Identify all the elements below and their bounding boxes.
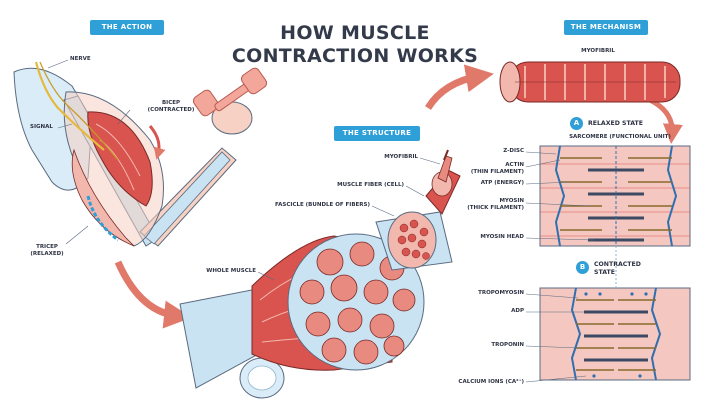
sarcomere-contracted xyxy=(539,287,691,381)
label-myofibril-structure: MYOFIBRIL xyxy=(384,154,418,160)
label-nerve: NERVE xyxy=(70,56,91,62)
label-atp: ATP (ENERGY) xyxy=(480,180,524,186)
label-actin-name: ACTIN xyxy=(505,162,524,168)
muscle-structure xyxy=(179,149,461,399)
label-actin-sub: (THIN FILAMENT) xyxy=(470,169,524,175)
label-tricep-name: TRICEP xyxy=(36,244,58,250)
label-contracted-line-1: CONTRACTED xyxy=(594,261,641,268)
label-tropomyosin: TROPOMYOSIN xyxy=(478,290,524,296)
label-myosin-head: MYOSIN HEAD xyxy=(480,234,524,240)
label-bicep-name: BICEP xyxy=(161,100,181,106)
label-myofibril-mechanism: MYOFIBRIL xyxy=(581,48,615,54)
label-signal: SIGNAL xyxy=(30,124,53,130)
arrow-to-mechanism xyxy=(425,64,494,110)
label-fascicle: FASCICLE (BUNDLE OF FIBERS) xyxy=(275,202,370,208)
marker-contracted-state: B xyxy=(576,261,589,274)
label-calcium-ions: CALCIUM IONS (CA²⁺) xyxy=(458,379,524,385)
title-line-2: CONTRACTION WORKS xyxy=(231,45,479,67)
label-whole-muscle: WHOLE MUSCLE xyxy=(206,268,256,274)
myofibril-cylinder xyxy=(499,61,681,103)
label-z-disc: Z-DISC xyxy=(503,148,524,154)
label-adp: ADP xyxy=(511,308,524,314)
badge-the-structure: THE STRUCTURE xyxy=(334,126,420,141)
label-myosin-sub: (THICK FILAMENT) xyxy=(467,205,524,211)
label-relaxed-state: RELAXED STATE xyxy=(588,120,643,127)
label-myosin: MYOSIN (THICK FILAMENT) xyxy=(454,198,524,212)
badge-the-mechanism: THE MECHANISM xyxy=(564,20,648,35)
badge-the-action: THE ACTION xyxy=(90,20,164,35)
page-title: HOW MUSCLE CONTRACTION WORKS xyxy=(230,22,480,68)
label-troponin: TROPONIN xyxy=(491,342,524,348)
label-tricep-state: (RELAXED) xyxy=(30,251,64,257)
arrow-to-relaxed xyxy=(648,97,683,144)
label-contracted-line-2: STATE xyxy=(594,269,615,276)
label-bicep-state: (CONTRACTED) xyxy=(147,107,195,113)
label-bicep: BICEP (CONTRACTED) xyxy=(138,100,204,114)
label-actin: ACTIN (THIN FILAMENT) xyxy=(454,162,524,176)
dumbbell xyxy=(192,67,268,117)
leader-lines xyxy=(47,59,595,383)
title-line-1: HOW MUSCLE xyxy=(280,22,430,44)
label-sarcomere: SARCOMERE (FUNCTIONAL UNIT) xyxy=(569,134,671,140)
label-muscle-fiber: MUSCLE FIBER (CELL) xyxy=(337,182,404,188)
label-contracted-state: CONTRACTED STATE xyxy=(594,261,641,277)
arm-illustration xyxy=(13,61,268,247)
label-tricep: TRICEP (RELAXED) xyxy=(22,244,72,258)
marker-relaxed-state: A xyxy=(570,117,583,130)
arrow-to-structure xyxy=(114,260,192,329)
label-myosin-name: MYOSIN xyxy=(499,198,524,204)
sarcomere-relaxed xyxy=(539,145,691,247)
